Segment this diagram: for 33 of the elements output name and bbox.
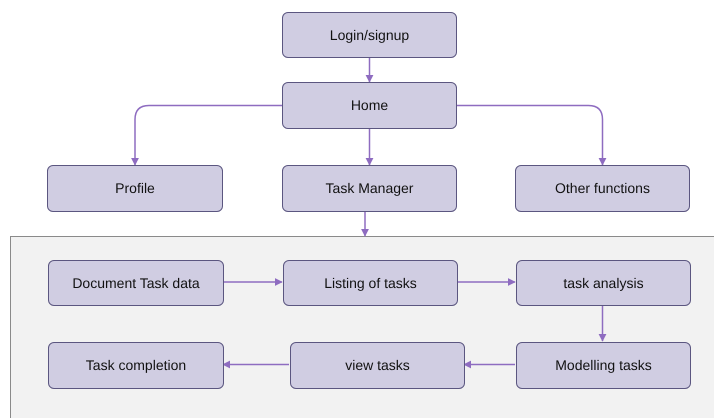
flow-arrow xyxy=(366,129,374,166)
box-label: Task Manager xyxy=(326,179,414,198)
flow-arrow xyxy=(463,360,515,368)
process-box xyxy=(282,82,457,129)
process-box xyxy=(283,260,458,306)
process-box xyxy=(48,260,224,306)
process-box xyxy=(282,165,457,212)
box-label: Document Task data xyxy=(72,274,200,292)
process-box xyxy=(515,165,690,212)
box-label: task analysis xyxy=(563,274,644,293)
flow-arrow xyxy=(598,305,606,342)
process-box xyxy=(516,342,691,389)
box-label: Task completion xyxy=(86,356,186,375)
group-panel xyxy=(10,236,714,418)
box-label: Profile xyxy=(115,179,155,198)
flow-arrow xyxy=(223,278,283,286)
flow-arrow xyxy=(457,278,516,286)
flow-arrow xyxy=(457,104,606,166)
flow-arrow xyxy=(131,104,282,166)
box-label: Other functions xyxy=(555,179,650,198)
process-box xyxy=(290,342,465,389)
box-label: Listing of tasks xyxy=(324,274,417,293)
process-box xyxy=(282,12,457,58)
process-box xyxy=(48,342,224,389)
box-label: Modelling tasks xyxy=(555,356,652,375)
flow-arrow xyxy=(222,360,289,368)
box-label: view tasks xyxy=(345,356,410,375)
flow-arrow xyxy=(361,212,369,237)
box-label: Login/signup xyxy=(330,26,410,45)
process-box xyxy=(516,260,691,306)
flow-arrow xyxy=(366,58,374,83)
box-label: Home xyxy=(350,96,388,115)
process-box xyxy=(47,165,223,212)
